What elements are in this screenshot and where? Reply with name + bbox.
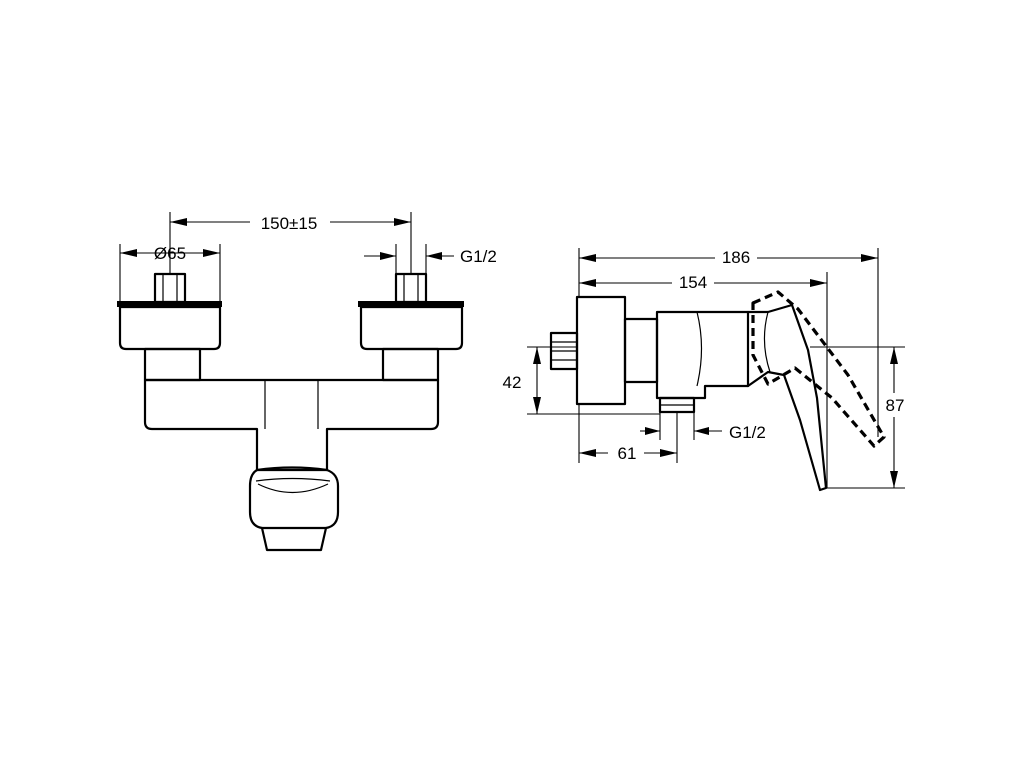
dim-side-outlet-offset-label: 61: [618, 444, 637, 463]
front-view: Ø65 150±15 G1/2: [117, 210, 497, 552]
front-body: [143, 378, 440, 472]
dim-side-height-outlet-label: 42: [503, 373, 522, 392]
front-left-escutcheon: [117, 301, 222, 351]
front-left-nipple: [153, 272, 187, 304]
dim-side-outlet-offset: 61: [578, 404, 678, 464]
side-outlet-nut: [658, 396, 696, 414]
dim-side-length-total-label: 186: [722, 248, 750, 267]
side-view: 186 154 42 87: [497, 247, 910, 492]
dim-side-thread: G1/2: [640, 412, 766, 442]
side-escutcheon: [575, 295, 627, 406]
side-handle-open-position: [751, 290, 886, 448]
dim-front-thread-label: G1/2: [460, 247, 497, 266]
dim-side-thread-label: G1/2: [729, 423, 766, 442]
dim-front-thread: G1/2: [364, 244, 497, 274]
dim-front-centers-label: 150±15: [261, 214, 318, 233]
dim-front-centers: 150±15: [169, 210, 412, 274]
front-outlet: [248, 466, 340, 552]
dim-side-length-total: 186: [578, 247, 879, 437]
front-left-stem: [143, 347, 202, 382]
dim-side-length-body-label: 154: [679, 273, 707, 292]
dim-side-height-total: 87: [810, 346, 910, 489]
side-body: [655, 310, 750, 400]
front-right-stem: [381, 347, 440, 382]
dim-side-height-outlet: 42: [497, 346, 660, 415]
front-right-nipple: [394, 272, 428, 304]
dim-side-height-total-label: 87: [886, 396, 905, 415]
side-nipple: [549, 331, 579, 371]
dim-side-length-body: 154: [579, 272, 828, 488]
front-right-escutcheon: [358, 301, 464, 351]
side-stem: [623, 317, 659, 384]
